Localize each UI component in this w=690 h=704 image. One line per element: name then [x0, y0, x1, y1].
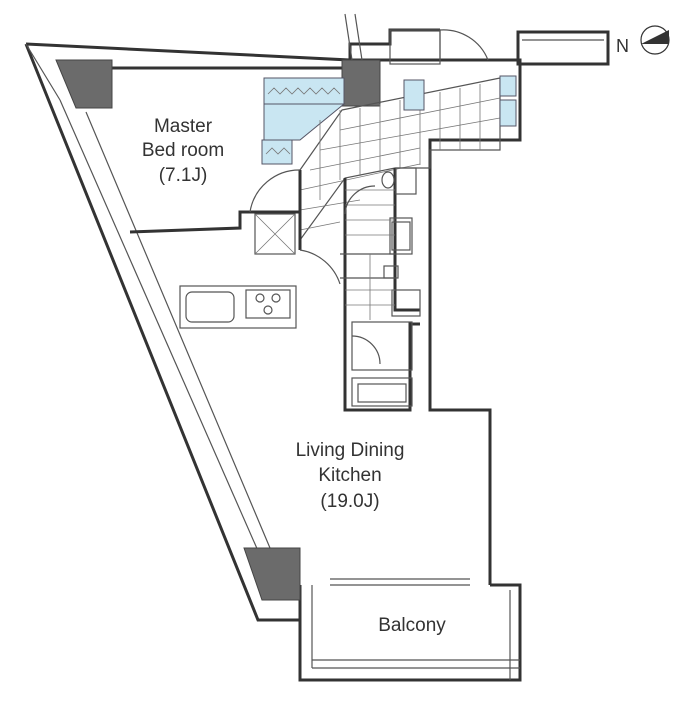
pillar-north-center — [341, 59, 381, 107]
balcony-label: Balcony — [378, 615, 446, 636]
exterior-details — [344, 13, 610, 66]
north-arrow-icon: N — [616, 25, 670, 56]
toilet-and-sink — [381, 167, 421, 317]
master-bedroom-label-line2: Bed room — [142, 140, 224, 161]
tiled-corridor — [299, 75, 517, 242]
kitchen-sink — [185, 291, 235, 323]
master-bedroom-label-line1: Master — [154, 116, 213, 137]
bedroom-door — [249, 169, 301, 213]
bathtub — [263, 77, 345, 105]
ldk-size: (19.0J) — [320, 491, 379, 512]
master-bedroom-size: (7.1J) — [159, 165, 208, 186]
north-letter: N — [616, 36, 629, 56]
bathroom-fixtures — [261, 77, 346, 165]
exterior-walls — [24, 28, 522, 682]
cooktop — [245, 289, 291, 319]
kitchen-counter — [179, 285, 297, 329]
pillar-southwest — [243, 547, 301, 601]
interior-walls — [129, 168, 420, 412]
ldk-label-line2: Kitchen — [318, 465, 381, 486]
entry-steps — [345, 189, 395, 320]
pillar-northwest — [55, 59, 113, 109]
doors — [249, 169, 376, 285]
ldk-label-line1: Living Dining — [296, 440, 405, 461]
room-labels: Master Bed room (7.1J) Living Dining Kit… — [142, 116, 446, 636]
structural-pillars — [55, 59, 381, 601]
storage-closets — [351, 321, 413, 407]
